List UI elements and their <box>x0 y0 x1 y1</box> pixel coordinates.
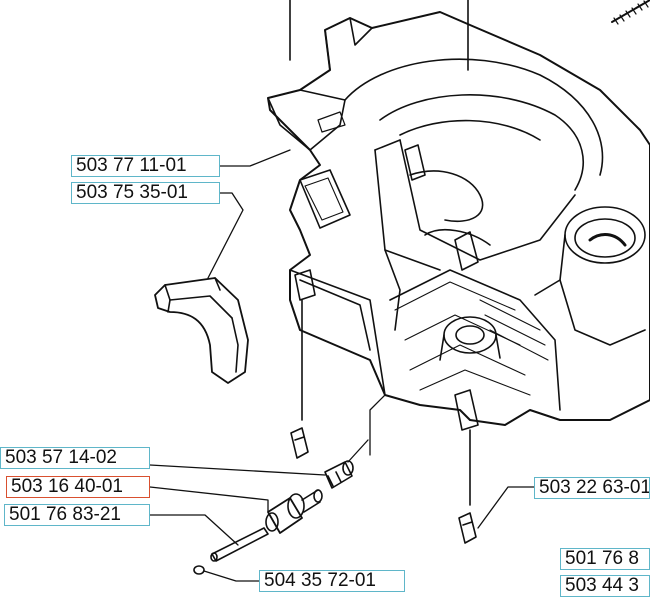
part-label-504-35-72-01[interactable]: 504 35 72-01 <box>259 570 405 592</box>
pin <box>210 527 269 562</box>
damper-cylinder <box>265 489 323 534</box>
leader-lines <box>147 149 536 582</box>
crankcase-housing <box>267 11 650 431</box>
part-label-503-44-3[interactable]: 503 44 3 <box>560 575 650 597</box>
reference-lines <box>289 0 471 506</box>
clip-left <box>290 427 309 459</box>
part-label-503-16-40-01[interactable]: 503 16 40-01 <box>6 476 150 498</box>
clip-right <box>458 512 477 544</box>
part-label-501-76-8[interactable]: 501 76 8 <box>560 548 650 570</box>
bearing-half-ring <box>154 277 249 384</box>
part-label-503-77-11-01[interactable]: 503 77 11-01 <box>71 155 220 177</box>
part-label-503-57-14-02[interactable]: 503 57 14-02 <box>0 447 150 469</box>
part-label-503-22-63-01[interactable]: 503 22 63-01 <box>534 477 650 499</box>
spring-screw <box>611 0 650 25</box>
washer <box>193 565 205 575</box>
part-label-501-76-83-21[interactable]: 501 76 83-21 <box>4 504 150 526</box>
part-label-503-75-35-01[interactable]: 503 75 35-01 <box>71 182 220 204</box>
bushing-small <box>324 460 354 489</box>
